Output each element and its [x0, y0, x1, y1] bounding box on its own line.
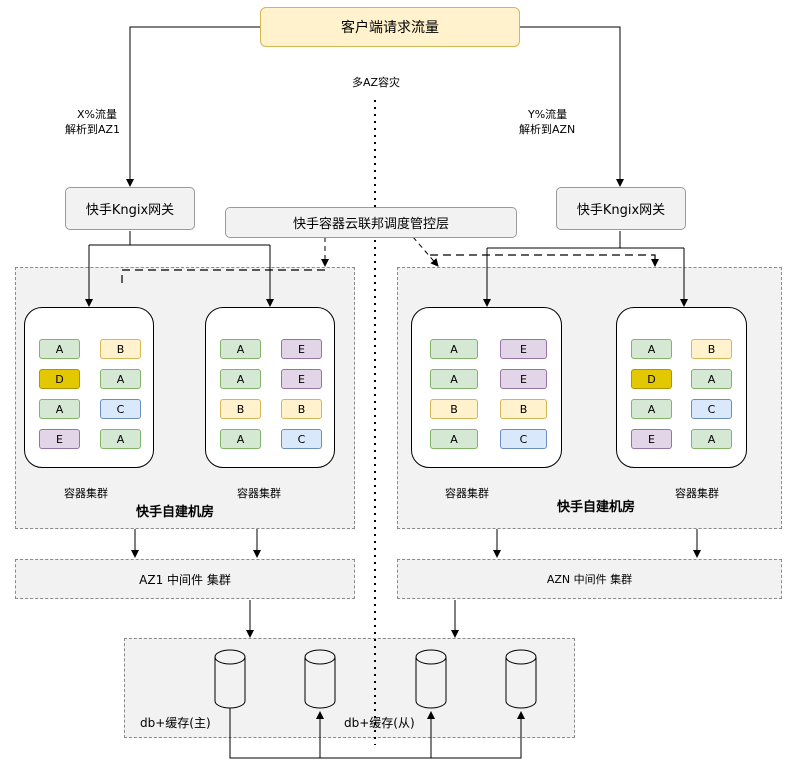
service-chip-e: E — [281, 369, 322, 389]
control-layer-label: 快手容器云联邦调度管控层 — [292, 217, 449, 232]
gateway-right: 快手Kngix网关 — [556, 187, 686, 230]
client-traffic-box: 客户端请求流量 — [260, 7, 520, 47]
db-cylinder-3 — [415, 649, 447, 709]
db-cylinder-4 — [505, 649, 537, 709]
service-chip-a: A — [39, 399, 80, 419]
datacenter-left-title: 快手自建机房 — [135, 505, 215, 520]
service-chip-b: B — [281, 399, 322, 419]
service-chip-e: E — [500, 339, 547, 359]
storage-primary-label: db+缓存(主) — [140, 716, 211, 730]
service-chip-a: A — [430, 429, 478, 449]
datacenter-right-title: 快手自建机房 — [556, 500, 636, 515]
gateway-left-label: 快手Kngix网关 — [85, 203, 175, 218]
right-route-line2: 解析到AZN — [519, 123, 576, 136]
service-chip-c: C — [100, 399, 141, 419]
service-chip-a: A — [691, 369, 732, 389]
service-chip-c: C — [281, 429, 322, 449]
control-layer-box: 快手容器云联邦调度管控层 — [225, 207, 517, 238]
service-chip-a: A — [100, 369, 141, 389]
cluster-left-1-label: 容器集群 — [64, 487, 108, 500]
cluster-right-1-label: 容器集群 — [445, 487, 489, 500]
service-chip-d: D — [631, 369, 672, 389]
middleware-right-label: AZN 中间件 集群 — [546, 573, 633, 586]
db-cylinder-1 — [214, 649, 246, 709]
container-cluster-right-1: A E A E B B A C — [411, 307, 562, 468]
gateway-left: 快手Kngix网关 — [65, 187, 195, 230]
storage-region — [124, 638, 575, 738]
service-chip-a: A — [430, 339, 478, 359]
service-chip-c: C — [691, 399, 732, 419]
service-chip-b: B — [500, 399, 547, 419]
client-traffic-label: 客户端请求流量 — [341, 20, 439, 36]
service-chip-a: A — [631, 399, 672, 419]
service-chip-a: A — [430, 369, 478, 389]
storage-replica-label: db+缓存(从) — [344, 716, 415, 730]
middleware-left: AZ1 中间件 集群 — [15, 559, 355, 599]
service-chip-a: A — [631, 339, 672, 359]
service-chip-e: E — [281, 339, 322, 359]
service-chip-a: A — [220, 429, 261, 449]
container-cluster-left-1: A B D A A C E A — [24, 307, 154, 468]
service-chip-b: B — [220, 399, 261, 419]
service-chip-e: E — [500, 369, 547, 389]
service-chip-a: A — [691, 429, 732, 449]
cluster-right-2-label: 容器集群 — [675, 487, 719, 500]
service-chip-a: A — [220, 369, 261, 389]
service-chip-a: A — [100, 429, 141, 449]
right-route-line1: Y%流量 — [528, 108, 568, 121]
cluster-left-2-label: 容器集群 — [237, 487, 281, 500]
service-chip-e: E — [631, 429, 672, 449]
container-cluster-right-2: A B D A A C E A — [616, 307, 747, 468]
service-chip-e: E — [39, 429, 80, 449]
service-chip-b: B — [691, 339, 732, 359]
service-chip-c: C — [500, 429, 547, 449]
middleware-right: AZN 中间件 集群 — [397, 559, 782, 599]
service-chip-b: B — [100, 339, 141, 359]
left-route-line1: X%流量 — [77, 108, 117, 121]
gateway-right-label: 快手Kngix网关 — [576, 203, 666, 218]
container-cluster-left-2: A E A E B B A C — [205, 307, 335, 468]
service-chip-a: A — [39, 339, 80, 359]
service-chip-b: B — [430, 399, 478, 419]
middleware-left-label: AZ1 中间件 集群 — [139, 572, 231, 587]
db-cylinder-2 — [304, 649, 336, 709]
left-route-line2: 解析到AZ1 — [65, 123, 121, 136]
service-chip-a: A — [220, 339, 261, 359]
service-chip-d: D — [39, 369, 80, 389]
multi-az-label: 多AZ容灾 — [351, 76, 401, 89]
